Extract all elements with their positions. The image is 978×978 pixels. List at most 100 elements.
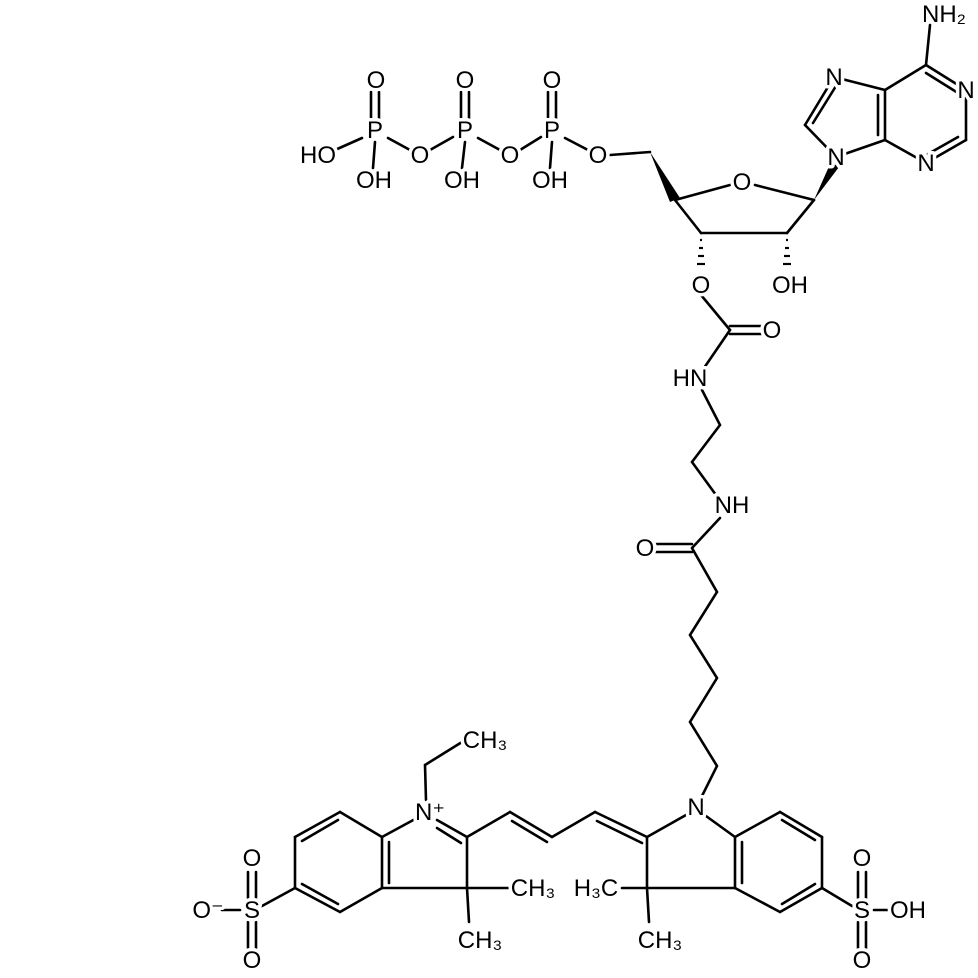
atom-h3c: H₃C: [574, 875, 618, 902]
atom-o: O: [501, 142, 520, 169]
bond: [645, 886, 651, 924]
bond: [300, 818, 340, 843]
bond: [435, 826, 463, 845]
bond: [386, 136, 412, 152]
bond: [778, 886, 824, 914]
bond: [753, 183, 816, 202]
atom-o: O: [692, 272, 711, 299]
wedge-bond: [650, 152, 680, 202]
bond: [803, 75, 836, 127]
atom-n: N: [917, 150, 934, 177]
bond: [465, 886, 471, 924]
bond: [924, 63, 968, 92]
atom-o: O: [243, 845, 262, 872]
bond: [688, 546, 719, 798]
atom-o-minus: O⁻: [192, 897, 223, 924]
atom-labels: O P HO OH O O P OH O O P OH O O OH O N N…: [189, 0, 978, 978]
bond: [924, 23, 932, 67]
bond: [834, 138, 887, 159]
atom-o: O: [543, 67, 562, 94]
atom-o: O: [589, 142, 608, 169]
bond: [690, 516, 722, 550]
atom-ch3: CH₃: [463, 727, 507, 754]
bond: [733, 886, 782, 914]
atom-ho: HO: [300, 142, 336, 169]
hashed-bond: [697, 238, 705, 266]
atom-o: O: [853, 845, 872, 872]
bond: [780, 882, 817, 906]
atom-o: O: [636, 535, 655, 562]
atom-n: N: [687, 794, 704, 821]
bond: [926, 135, 960, 156]
bond: [260, 886, 297, 908]
bond: [460, 140, 467, 170]
bond: [780, 818, 817, 842]
atom-o: O: [243, 947, 262, 974]
bond: [338, 886, 384, 914]
bond: [518, 135, 543, 152]
atom-p: P: [367, 117, 383, 144]
bond: [778, 810, 824, 839]
bond: [548, 140, 554, 170]
bond: [550, 810, 597, 839]
bond: [563, 136, 590, 152]
bond: [704, 814, 737, 839]
bond: [608, 150, 652, 157]
hashed-bond: [783, 238, 791, 266]
bond: [924, 138, 968, 165]
bond: [423, 740, 464, 802]
bond: [924, 71, 960, 95]
atom-n: N: [827, 144, 844, 171]
bond: [785, 198, 816, 235]
bond: [380, 816, 419, 839]
atom-n: N: [825, 64, 842, 91]
atom-p: P: [457, 117, 473, 144]
bond: [645, 813, 688, 839]
bond: [476, 136, 502, 152]
atom-nh2: NH₂: [922, 1, 966, 28]
atom-ch3: CH₃: [638, 927, 682, 954]
bond: [820, 886, 854, 908]
atom-s: S: [854, 897, 870, 924]
bond: [371, 140, 377, 170]
atom-oh: OH: [356, 167, 392, 194]
atom-n-plus: N⁺: [415, 799, 445, 826]
atom-hn: HN: [673, 365, 708, 392]
atom-oh: OH: [890, 897, 926, 924]
atom-ring-o: O: [733, 169, 752, 196]
bond: [883, 63, 928, 92]
bond: [508, 810, 554, 839]
atom-oh: OH: [532, 167, 568, 194]
bonds: [220, 23, 968, 950]
bond: [673, 198, 703, 235]
atom-p: P: [544, 117, 560, 144]
bond: [883, 138, 928, 165]
bond: [333, 136, 364, 152]
atom-o: O: [763, 317, 782, 344]
bond: [733, 810, 782, 839]
atom-ch3: CH₃: [511, 875, 555, 902]
bond: [428, 135, 455, 152]
bond: [595, 819, 644, 845]
atom-nh: NH: [715, 492, 750, 519]
bond: [673, 183, 732, 202]
bond: [803, 123, 838, 159]
bond: [293, 810, 342, 839]
bond: [699, 293, 732, 332]
bond: [690, 388, 722, 497]
bond: [811, 84, 838, 125]
bond: [338, 810, 384, 839]
atom-o: O: [367, 67, 386, 94]
bond: [832, 75, 887, 92]
bond: [300, 882, 340, 906]
bond: [435, 818, 469, 839]
atom-o: O: [853, 947, 872, 974]
bond: [293, 886, 342, 914]
bond: [702, 328, 732, 370]
atom-n: N: [957, 77, 974, 104]
bond: [510, 819, 549, 844]
atom-ch3: CH₃: [458, 927, 502, 954]
atom-oh: OH: [772, 272, 808, 299]
